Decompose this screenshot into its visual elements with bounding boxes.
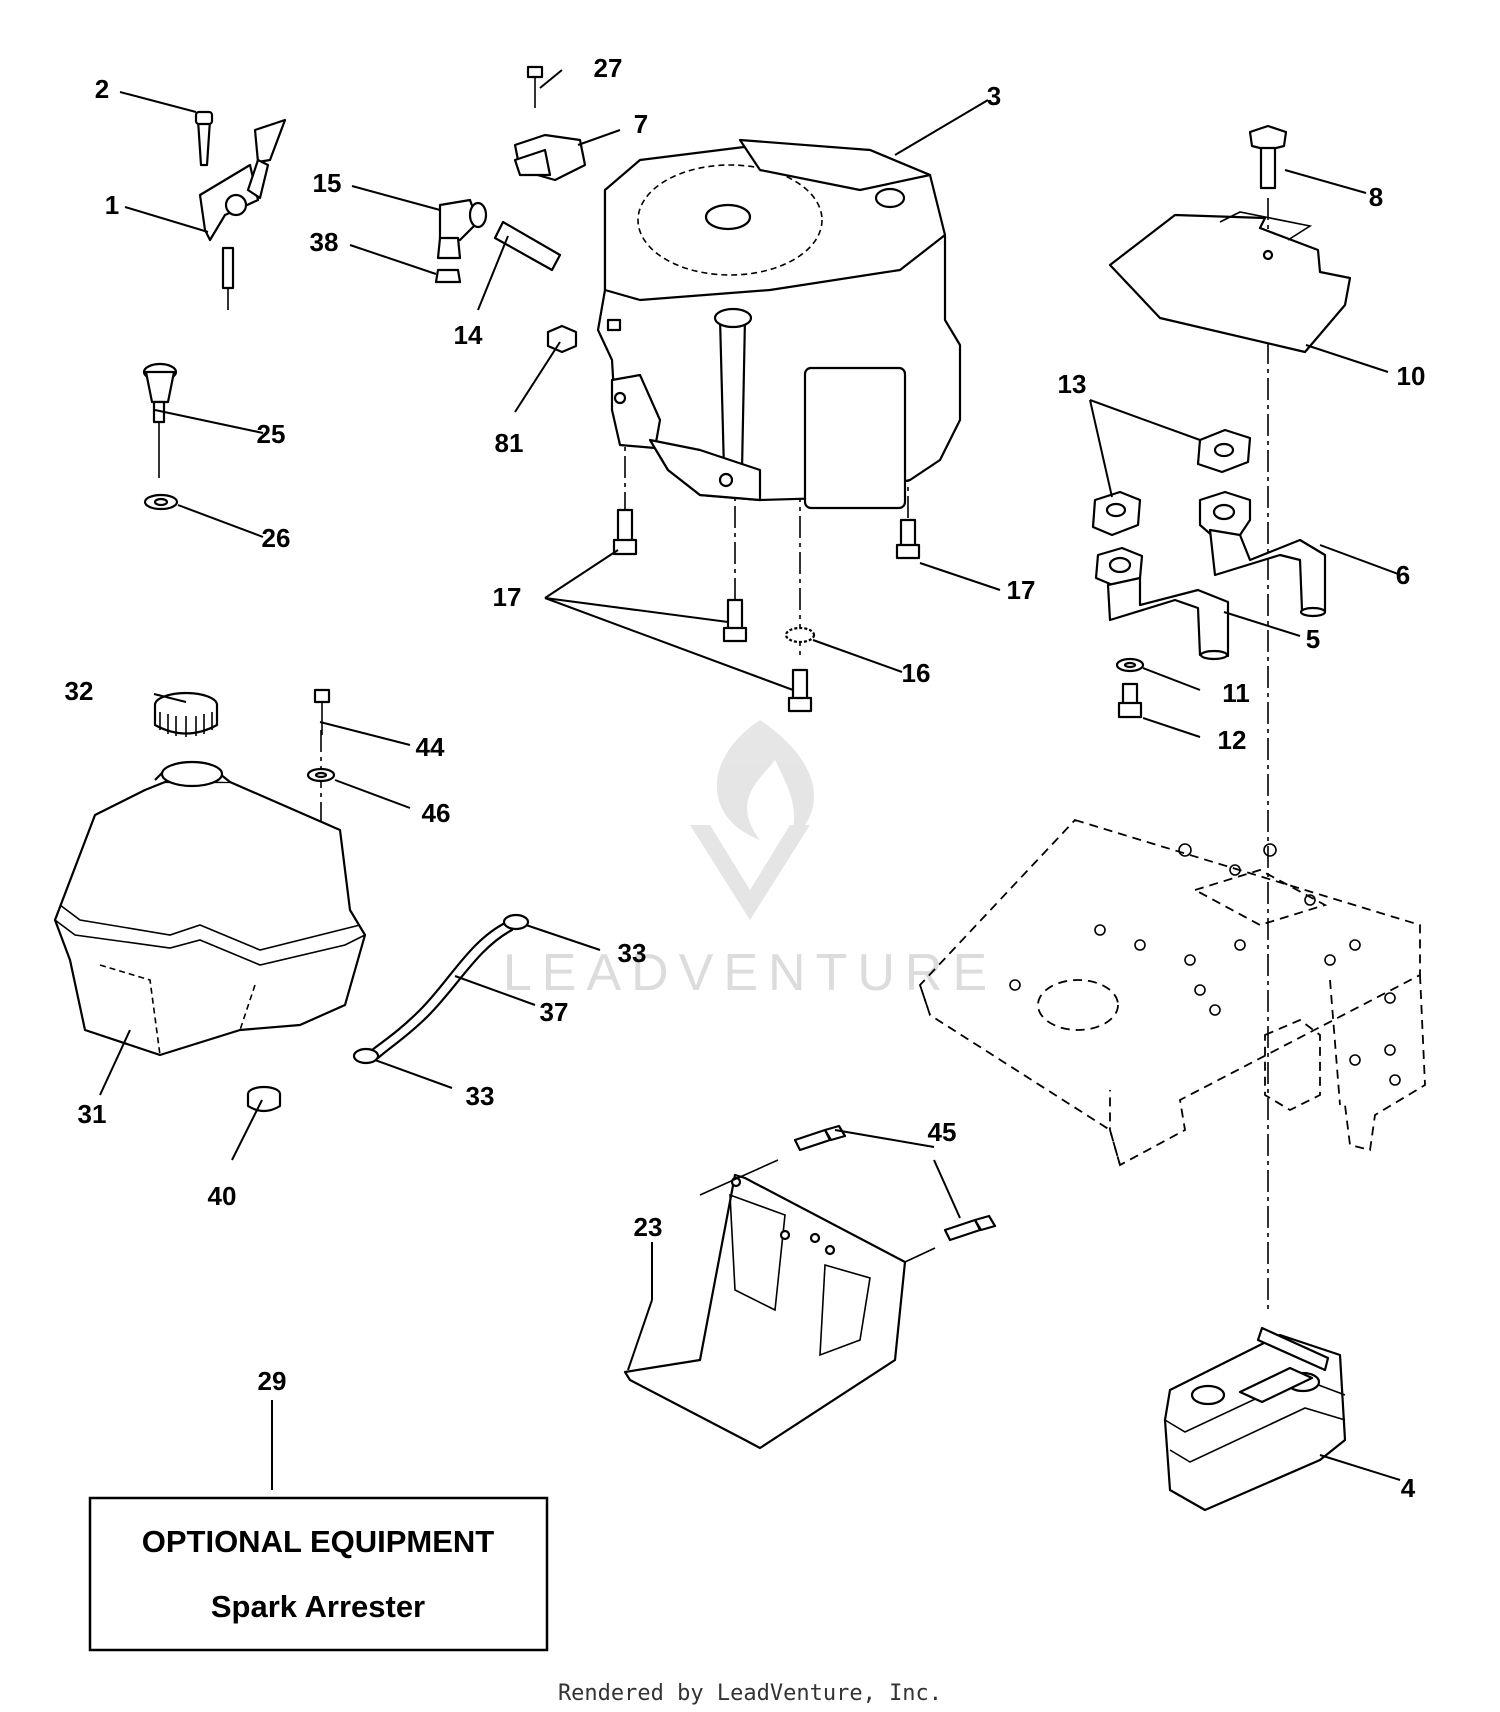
exhaust-fastener-part[interactable] xyxy=(1115,657,1145,719)
callout-labels: 2 1 27 7 3 15 38 14 81 8 10 13 6 5 11 12… xyxy=(65,53,1426,1503)
choke-knob-part[interactable] xyxy=(142,362,179,511)
engine-bolts-part[interactable] xyxy=(612,508,921,713)
watermark-flame-icon xyxy=(716,720,814,840)
callout-10: 10 xyxy=(1397,361,1426,391)
callout-13: 13 xyxy=(1058,369,1087,399)
callout-31: 31 xyxy=(78,1099,107,1129)
render-credit-footer: Rendered by LeadVenture, Inc. xyxy=(558,1681,942,1706)
callout-46: 46 xyxy=(422,798,451,828)
callout-45: 45 xyxy=(928,1117,957,1147)
callout-44: 44 xyxy=(416,732,445,762)
callout-29: 29 xyxy=(258,1366,287,1396)
fuel-line-part[interactable] xyxy=(352,913,530,1065)
engine-part[interactable] xyxy=(596,138,962,510)
callout-38: 38 xyxy=(310,227,339,257)
watermark-v-icon xyxy=(690,825,810,920)
callout-7: 7 xyxy=(634,109,648,139)
callout-2: 2 xyxy=(95,74,109,104)
callout-1: 1 xyxy=(105,190,119,220)
chassis-frame-outline xyxy=(918,818,1426,1167)
callout-37: 37 xyxy=(540,997,569,1027)
optional-equipment-item: Spark Arrester xyxy=(211,1589,425,1624)
fuel-fittings-part[interactable] xyxy=(434,65,587,284)
muffler-part[interactable] xyxy=(1163,1326,1347,1512)
callout-4: 4 xyxy=(1401,1473,1416,1503)
callout-25: 25 xyxy=(257,419,286,449)
watermark-text: LEADVENTURE xyxy=(503,944,997,1002)
hex-nut-part[interactable] xyxy=(546,318,622,354)
throttle-control-part[interactable] xyxy=(194,110,287,310)
watermark: LEADVENTURE xyxy=(503,720,997,1002)
callout-16: 16 xyxy=(902,658,931,688)
callout-81: 81 xyxy=(495,428,524,458)
exhaust-pipes-part[interactable] xyxy=(1091,428,1327,661)
callout-33-lower: 33 xyxy=(466,1081,495,1111)
heat-shield-part[interactable] xyxy=(1108,124,1352,354)
callout-11: 11 xyxy=(1222,678,1250,708)
callout-40: 40 xyxy=(208,1181,237,1211)
callout-17-right: 17 xyxy=(1007,575,1036,605)
callout-32: 32 xyxy=(65,676,94,706)
callout-5: 5 xyxy=(1306,624,1320,654)
optional-equipment-title: OPTIONAL EQUIPMENT xyxy=(142,1524,495,1559)
callout-23: 23 xyxy=(634,1212,663,1242)
callout-15: 15 xyxy=(313,168,342,198)
callout-3: 3 xyxy=(987,81,1001,111)
callout-6: 6 xyxy=(1396,560,1410,590)
leader-lines xyxy=(99,69,1401,1490)
optional-equipment-box: OPTIONAL EQUIPMENT Spark Arrester xyxy=(88,1496,549,1652)
callout-27: 27 xyxy=(594,53,623,83)
skid-plate-part[interactable] xyxy=(623,1124,997,1450)
fuel-tank-part[interactable] xyxy=(53,688,367,1113)
callout-17-left: 17 xyxy=(493,582,522,612)
callout-14: 14 xyxy=(454,320,483,350)
callout-33-upper: 33 xyxy=(618,938,647,968)
callout-26: 26 xyxy=(262,523,291,553)
callout-8: 8 xyxy=(1369,182,1383,212)
callout-12: 12 xyxy=(1218,725,1247,755)
